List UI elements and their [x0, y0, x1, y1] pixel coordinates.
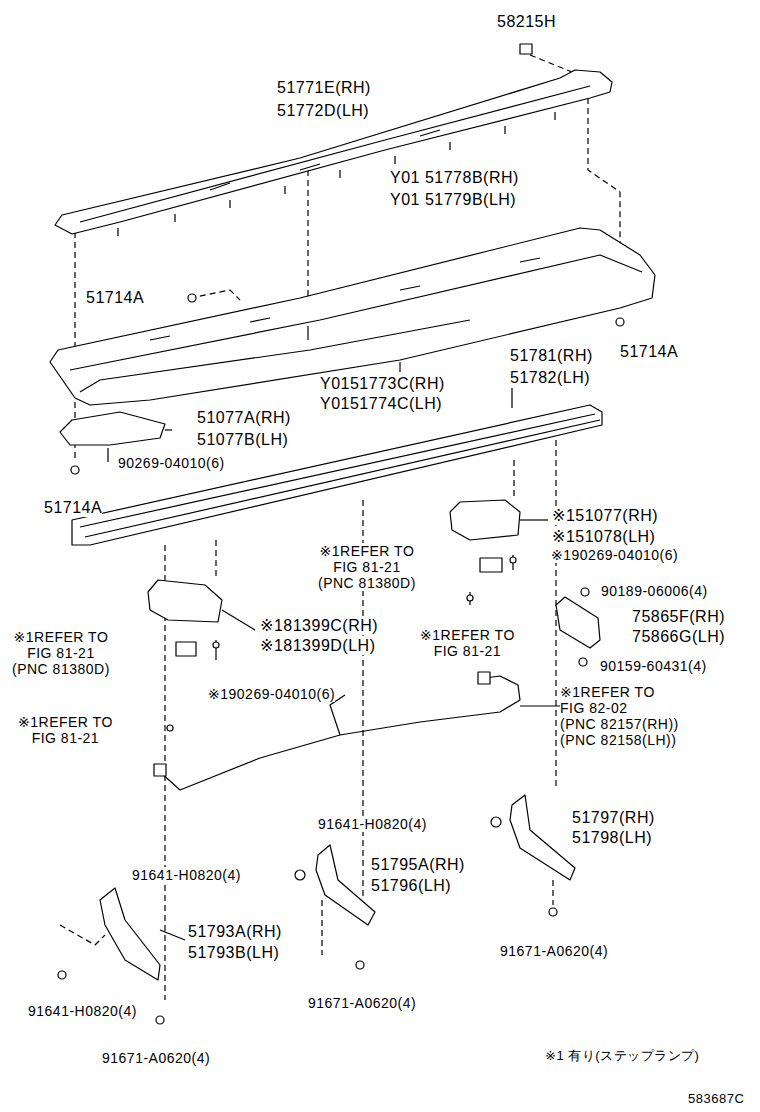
part-number: 51714A: [44, 499, 102, 517]
part-number: ※190269-04010(6): [208, 686, 335, 702]
reference-note: ※1REFER TO FIG 81-21: [420, 627, 515, 659]
part-number: 58215H: [497, 13, 556, 31]
reference-note: ※1REFER TO FIG 82-02 (PNC 82157(RH)) (PN…: [560, 684, 679, 748]
part-number: 91671-A0620(4): [500, 943, 608, 959]
part-number: 91641-H0820(4): [318, 816, 427, 832]
part-number: 91671-A0620(4): [308, 995, 416, 1011]
step-pad: [55, 70, 612, 234]
note-line: FIG 81-21: [420, 643, 515, 659]
part-number: Y0151773C(RH): [320, 375, 445, 393]
note-line: (PNC 81380D): [318, 575, 416, 591]
reference-note: ※1REFER TO FIG 81-21 (PNC 81380D): [12, 629, 110, 677]
step-lamp: [556, 597, 600, 648]
step-shell: [50, 228, 655, 405]
support-bracket: [100, 888, 160, 980]
part-number: 51795A(RH): [371, 856, 465, 874]
pad-pins: [118, 112, 555, 236]
note-line: FIG 81-21: [12, 645, 110, 661]
reference-note: ※1REFER TO FIG 81-21 (PNC 81380D): [318, 543, 416, 591]
part-number: 51782(LH): [510, 369, 590, 387]
part-number: ※1 有り(ステップランプ): [545, 1049, 699, 1064]
note-line: FIG 82-02: [560, 700, 679, 716]
note-line: FIG 81-21: [318, 559, 416, 575]
part-number: 51077A(RH): [197, 409, 291, 427]
part-number: Y01 51778B(RH): [390, 169, 519, 187]
wire-harness: [160, 676, 520, 790]
note-line: ※1REFER TO: [420, 627, 515, 643]
part-number: 51793B(LH): [188, 944, 279, 962]
part-number: 51714A: [86, 289, 144, 307]
part-number: 75865F(RH): [632, 608, 725, 626]
part-number: 583687C: [688, 1092, 744, 1107]
part-number: 90159-60431(4): [600, 658, 707, 674]
part-number: 51771E(RH): [277, 79, 371, 97]
part-number: 51797(RH): [572, 809, 655, 827]
note-line: ※1REFER TO: [318, 543, 416, 559]
part-number: ※190269-04010(6): [551, 547, 678, 563]
part-number: Y01 51779B(LH): [390, 191, 516, 209]
support-bracket: [316, 845, 375, 925]
reference-note: ※1REFER TO FIG 81-21: [18, 714, 113, 746]
part-number: ※151077(RH): [552, 507, 658, 525]
note-line: ※1REFER TO: [12, 629, 110, 645]
part-number: ※151078(LH): [552, 528, 655, 546]
part-number: 51781(RH): [510, 347, 593, 365]
part-number: 51796(LH): [371, 877, 451, 895]
note-line: ※1REFER TO: [560, 684, 679, 700]
note-line: (PNC 82158(LH)): [560, 732, 679, 748]
part-number: 75866G(LH): [632, 628, 725, 646]
part-number: ※181399D(LH): [260, 637, 375, 655]
bolt: [188, 294, 196, 302]
part-number: 91671-A0620(4): [102, 1050, 210, 1066]
part-number: 51714A: [620, 343, 678, 361]
part-number: 51798(LH): [572, 829, 652, 847]
clip: [520, 44, 532, 54]
part-number: 90189-06006(4): [601, 583, 708, 599]
note-line: FIG 81-21: [18, 730, 113, 746]
support-bracket: [510, 795, 575, 880]
part-number: 51772D(LH): [277, 102, 369, 120]
note-line: (PNC 82157(RH)): [560, 716, 679, 732]
part-number: ※181399C(RH): [260, 617, 378, 635]
part-number: Y0151774C(LH): [320, 395, 442, 413]
part-number: 51077B(LH): [197, 431, 288, 449]
note-line: ※1REFER TO: [18, 714, 113, 730]
bracket: [60, 412, 165, 445]
part-number: 91641-H0820(4): [28, 1003, 137, 1019]
rail: [72, 405, 602, 545]
part-number: 91641-H0820(4): [132, 867, 241, 883]
lamp-bracket: [450, 500, 520, 540]
part-number: 51793A(RH): [188, 923, 282, 941]
part-number: 90269-04010(6): [118, 455, 225, 471]
lamp-bracket: [148, 580, 222, 622]
note-line: (PNC 81380D): [12, 661, 110, 677]
